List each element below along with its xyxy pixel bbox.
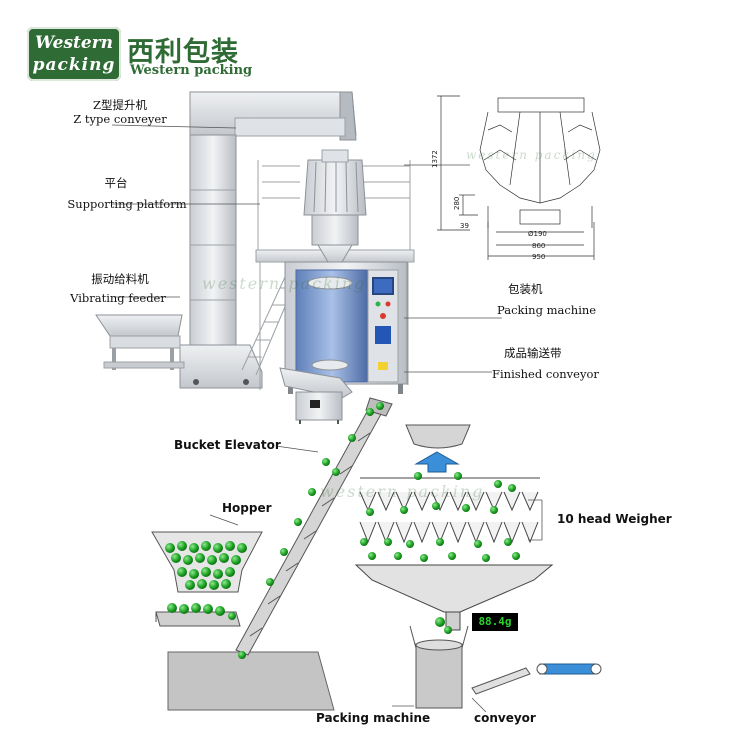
finished-conveyor (279, 367, 353, 424)
process-leaders (209, 445, 543, 713)
label-bucket-elevator: Bucket Elevator (174, 438, 281, 452)
weigher-buckets (354, 477, 554, 631)
dim-860: 860 (532, 242, 545, 250)
weigher-dimension-drawing (437, 95, 601, 260)
z-type-conveyor (179, 91, 357, 389)
watermark-3: western packing (466, 148, 597, 162)
label-packing-cn: 包装机 (508, 282, 543, 296)
logo-english-name: Western packing (130, 63, 253, 78)
label-packing-en: Packing machine (497, 303, 597, 317)
logo-line-1: Western (34, 33, 114, 53)
label-conveyor: conveyor (474, 711, 536, 725)
dim-diameter: Ø190 (528, 230, 547, 238)
packing-cylinder (409, 625, 469, 709)
label-platform-en: Supporting platform (67, 197, 187, 211)
dim-280: 280 (453, 197, 461, 210)
label-weigher: 10 head Weigher (557, 512, 672, 526)
scale-readout: 88.4g (472, 613, 518, 631)
dim-39: 39 (460, 222, 469, 230)
dim-950: 950 (532, 253, 545, 261)
vibrating-feeder (95, 314, 185, 370)
label-packing-machine: Packing machine (316, 711, 431, 725)
watermark-2: western packing (320, 482, 485, 501)
multihead-weigher (303, 149, 367, 263)
packing-machine (284, 261, 408, 394)
label-feeder-cn: 振动给料机 (91, 272, 149, 286)
logo-line-2: packing (32, 55, 116, 75)
watermark-1: western packing (202, 274, 367, 293)
top-cone-bowl (405, 424, 471, 449)
logo-chinese-name: 西利包装 (127, 37, 239, 68)
elevator-base (167, 651, 335, 711)
dim-height: 1372 (431, 150, 439, 168)
label-finished-cn: 成品输送带 (504, 346, 562, 360)
flow-arrow (414, 451, 460, 473)
label-hopper: Hopper (222, 501, 272, 515)
company-logo: Western packing (27, 27, 121, 81)
label-z-conveyor-en: Z type conveyer (73, 112, 167, 126)
leader-lines (111, 124, 502, 373)
label-feeder-en: Vibrating feeder (70, 291, 166, 305)
label-finished-en: Finished conveyor (492, 367, 599, 381)
label-platform-cn: 平台 (104, 176, 128, 190)
product-pellets (165, 402, 520, 659)
output-conveyor (471, 663, 602, 695)
label-z-conveyor-cn: Z型提升机 (93, 98, 147, 112)
